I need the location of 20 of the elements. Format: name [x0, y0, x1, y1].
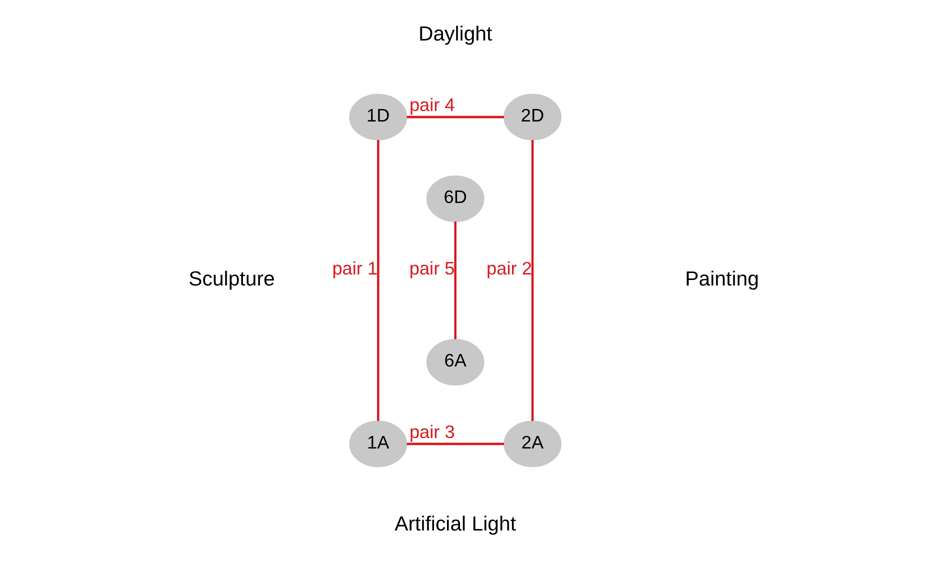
label: Sculpture: [188, 268, 274, 290]
connector: [530, 140, 534, 421]
connector: [454, 222, 456, 340]
label: Artificial Light: [394, 514, 516, 536]
node-ellipse: 6A: [426, 338, 484, 386]
connector: [376, 140, 379, 421]
edge-label: pair 4: [408, 95, 454, 116]
edge-label: pair 5: [408, 258, 454, 278]
node-ellipse: 2A: [503, 420, 561, 468]
edge-label: pair 1: [332, 258, 378, 279]
edge-label: pair 2: [486, 258, 532, 279]
edge-label: pair 3: [408, 422, 454, 442]
node-ellipse: 2D: [503, 94, 561, 140]
connector: [406, 116, 504, 118]
label: Daylight: [418, 23, 492, 46]
connector: [406, 442, 504, 446]
node-ellipse: 1A: [348, 420, 407, 468]
node-ellipse: 1D: [348, 94, 407, 140]
label: Painting: [684, 268, 758, 290]
node-ellipse: 6D: [426, 176, 484, 222]
